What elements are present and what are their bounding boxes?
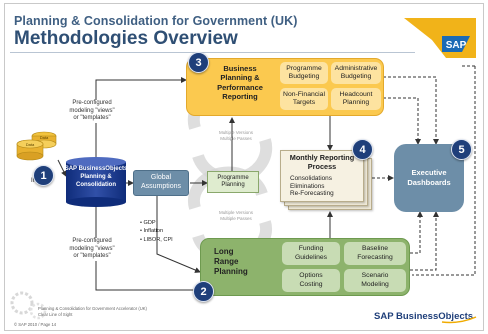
footer-gear-decoration — [8, 289, 50, 325]
templates-top-line3: or "templates" — [73, 115, 111, 121]
monthly-item-reforecasting: Re-Forecasting — [290, 190, 334, 198]
step-badge-2: 2 — [193, 281, 214, 302]
monthly-reporting-title: Monthly Reporting Process — [280, 153, 364, 171]
monthly-item-eliminations: Eliminations — [290, 182, 325, 190]
cycle-label-upper: Multiple Versions Multiple Passes — [214, 130, 258, 142]
footer-line2: Clear Line of Sight — [38, 311, 73, 317]
data-imports-database-icon: Data Data — [14, 130, 60, 164]
lrp-cell-1-line2: Forecasting — [357, 253, 393, 261]
core-system-cylinder — [64, 156, 128, 208]
templates-note-top: Pre-configured modeling "views" or "temp… — [62, 100, 122, 123]
bppr-cell-2-line1: Non-Financial — [283, 90, 325, 98]
lrp-cell-2-line2: Costing — [299, 280, 323, 288]
global-item-inflation: • Inflation — [140, 228, 164, 235]
cycle-upper-line2: Multiple Passes — [220, 135, 252, 141]
monthly-title-line1: Monthly Reporting — [289, 153, 355, 162]
business-planning-title: Business Planning & Performance Reportin… — [200, 64, 280, 102]
step-badge-3: 3 — [188, 52, 209, 73]
lrp-cell-3-line1: Scenario — [361, 272, 389, 280]
templates-bottom-line1: Pre-configured — [72, 238, 112, 244]
templates-top-line1: Pre-configured — [72, 100, 112, 106]
bppr-cell-3-line2: Planning — [342, 99, 370, 106]
templates-note-bottom: Pre-configured modeling "views" or "temp… — [62, 238, 122, 261]
monthly-reporting-box — [280, 150, 364, 202]
global-item-gdp: • GDP — [140, 220, 156, 226]
programme-planning-box: Programme Planning — [207, 171, 259, 193]
slide-title-line1: Planning & Consolidation for Government … — [14, 14, 298, 28]
sap-logo: SAP — [404, 18, 476, 58]
svg-text:SAP: SAP — [446, 40, 467, 51]
monthly-title-line2: Process — [307, 162, 337, 172]
long-range-planning-title: Long Range Planning — [214, 247, 266, 277]
step-badge-5: 5 — [451, 139, 472, 160]
bppr-title-line2: Planning & — [220, 73, 260, 83]
svg-text:Data: Data — [40, 135, 49, 140]
global-assumptions-list: • GDP • Inflation • LIBOR, CPI — [140, 219, 173, 244]
cycle-lower-line1: Multiple Versions — [218, 210, 254, 215]
global-item-libor: • LIBOR, CPI — [140, 236, 173, 243]
footer-copyright: © SAP 2010 / Page 14 — [14, 322, 57, 327]
monthly-item-consolidations: Consolidations — [290, 175, 332, 182]
lrp-cell-3-line2: Modeling — [361, 280, 389, 288]
global-item-inflation-text: Inflation — [143, 228, 164, 235]
core-system-line2: Planning & — [80, 173, 112, 180]
bppr-cell-2-line2: Targets — [292, 99, 316, 106]
svg-text:SAP BusinessObjects: SAP BusinessObjects — [374, 311, 473, 322]
svg-text:Data: Data — [26, 142, 35, 147]
templates-bottom-line3: or "templates" — [73, 253, 111, 259]
bppr-title-line1: Business — [223, 64, 257, 73]
lrp-cell-1-line1: Baseline — [361, 245, 389, 253]
global-item-libor-text: LIBOR, CPI — [143, 236, 173, 243]
lrp-cell-0-line2: Guidelines — [294, 253, 328, 261]
templates-top-line2: modeling "views" — [69, 107, 115, 114]
step-badge-1: 1 — [33, 165, 54, 186]
lrp-cell-2-line1: Options — [299, 272, 323, 280]
global-item-gdp-text: GDP — [143, 220, 156, 226]
step-badge-4: 4 — [352, 139, 373, 160]
lrp-title-line1: Long — [214, 247, 234, 256]
global-assumptions-line1: Global — [150, 174, 172, 182]
bppr-title-line3: Performance — [217, 82, 263, 92]
lrp-title-line3: Planning — [214, 267, 248, 276]
bppr-cell-3-line1: Headcount — [339, 90, 373, 98]
core-system-label: SAP BusinessObjects Planning & Consolida… — [64, 166, 128, 189]
footer-text: Planning & Consolidation for Government … — [38, 306, 147, 317]
bppr-cell-1-line1: Administrative — [334, 64, 378, 72]
global-assumptions-line2: Assumptions — [140, 183, 182, 190]
core-system-line1: SAP BusinessObjects — [64, 166, 128, 172]
monthly-reporting-items: Consolidations Eliminations Re-Forecasti… — [290, 175, 362, 198]
bppr-title-line4: Reporting — [222, 92, 258, 102]
cycle-label-lower: Multiple Versions Multiple Passes — [214, 210, 258, 222]
bppr-cell-0-line2: Budgeting — [288, 73, 320, 80]
cycle-upper-line1: Multiple Versions — [218, 130, 254, 135]
slide-title-line2: Methodologies Overview — [14, 28, 238, 49]
bppr-cell-1-line2: Budgeting — [340, 73, 372, 80]
lrp-title-line2: Range — [214, 257, 239, 266]
sap-businessobjects-logo: SAP BusinessObjects — [372, 307, 478, 325]
core-system-line3: Consolidation — [76, 181, 116, 188]
lrp-cell-0-line1: Funding — [298, 245, 324, 253]
programme-planning-line1: Programme — [217, 174, 249, 181]
executive-line2: Dashboards — [407, 178, 451, 187]
cycle-lower-line2: Multiple Passes — [220, 215, 252, 221]
templates-bottom-line2: modeling "views" — [69, 245, 115, 252]
title-rule — [10, 52, 415, 53]
bppr-cell-0-line1: Programme — [286, 64, 322, 72]
footer-line1: Planning & Consolidation for Government … — [38, 306, 147, 311]
global-assumptions-box: Global Assumptions — [133, 170, 189, 196]
programme-planning-line2: Planning — [221, 182, 245, 188]
executive-line1: Executive — [411, 168, 447, 178]
